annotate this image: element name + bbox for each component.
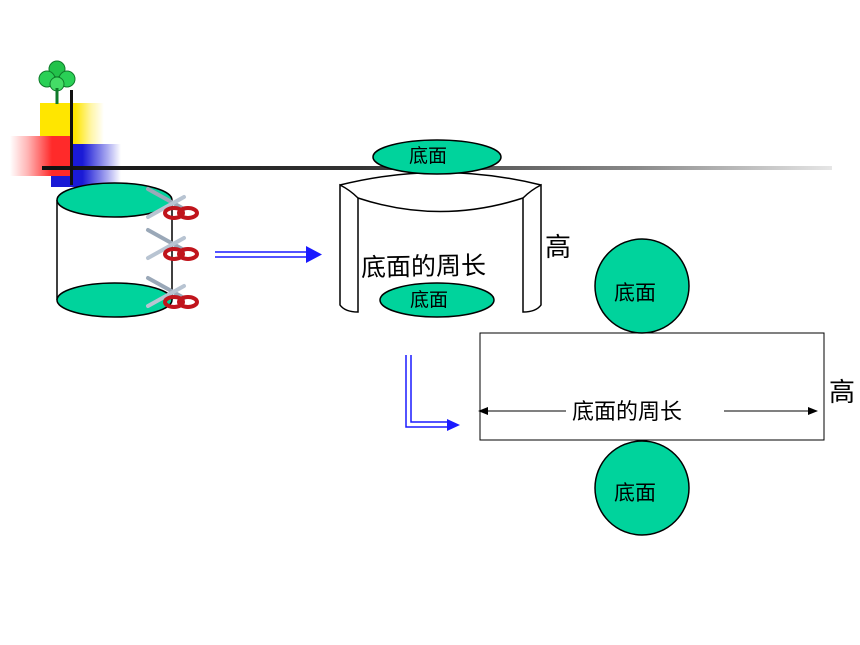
base-label-net-bottom: 底面 [614,481,656,505]
clover-icon [38,60,76,104]
arrow-right [215,246,322,263]
cylinder [56,182,173,318]
base-perimeter-label-net: 底面的周长 [572,400,683,425]
base-perimeter-label-curved: 底面的周长 [360,250,487,283]
net-top-circle [594,238,690,334]
scissors-icon [146,228,199,261]
net-bottom-circle [594,440,690,536]
cylinder-top-base [56,182,173,218]
height-label-net: 高 [829,378,856,408]
scissors-icon [146,276,199,309]
base-label-sheet-top: 底面 [409,145,448,167]
arrow-down-right [405,355,460,431]
base-label-net-top: 底面 [614,281,656,305]
scissors-icon [146,187,199,220]
base-label-sheet-bottom: 底面 [410,289,449,311]
deco-vertical-line [70,90,73,185]
sheet-bottom-base [379,282,495,318]
curved-sheet [339,171,542,313]
cylinder-bottom-base [56,282,173,318]
height-label-sheet: 高 [545,233,572,263]
sheet-top-base [372,139,502,175]
net-rectangle [479,332,825,441]
